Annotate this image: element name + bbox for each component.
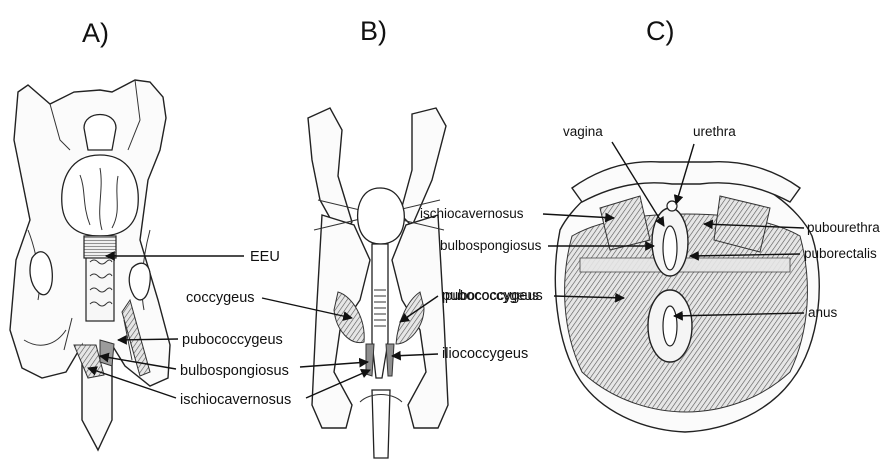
label-c-urethra: urethra bbox=[693, 124, 736, 139]
label-b-iliococcygeus: iliococcygeus bbox=[442, 346, 528, 362]
label-c-pubourethra: pubourethra bbox=[807, 220, 880, 235]
label-c-anus: anus bbox=[808, 305, 838, 320]
label-c-puborectalis: puborectalis bbox=[804, 246, 877, 261]
label-eeu: EEU bbox=[250, 249, 280, 265]
label-c-pubococcygeus: pubococcygeus bbox=[445, 288, 539, 303]
label-a-bulbospongiosus: bulbospongiosus bbox=[180, 363, 289, 379]
label-c-vagina: vagina bbox=[563, 124, 603, 139]
panel-c-letter: C) bbox=[646, 16, 675, 46]
label-a-pubococcygeus: pubococcygeus bbox=[182, 332, 283, 348]
label-c-ischiocavernosus: ischiocavernosus bbox=[420, 206, 524, 221]
label-a-ischiocavernosus: ischiocavernosus bbox=[180, 392, 291, 408]
label-c-bulbospongiosus: bulbospongiosus bbox=[440, 238, 542, 253]
label-b-coccygeus: coccygeus bbox=[186, 290, 255, 306]
panel-b-letter: B) bbox=[360, 16, 387, 46]
panel-a-letter: A) bbox=[82, 18, 109, 48]
panel-b-drawing bbox=[308, 108, 448, 458]
panel-a-drawing bbox=[10, 80, 170, 450]
